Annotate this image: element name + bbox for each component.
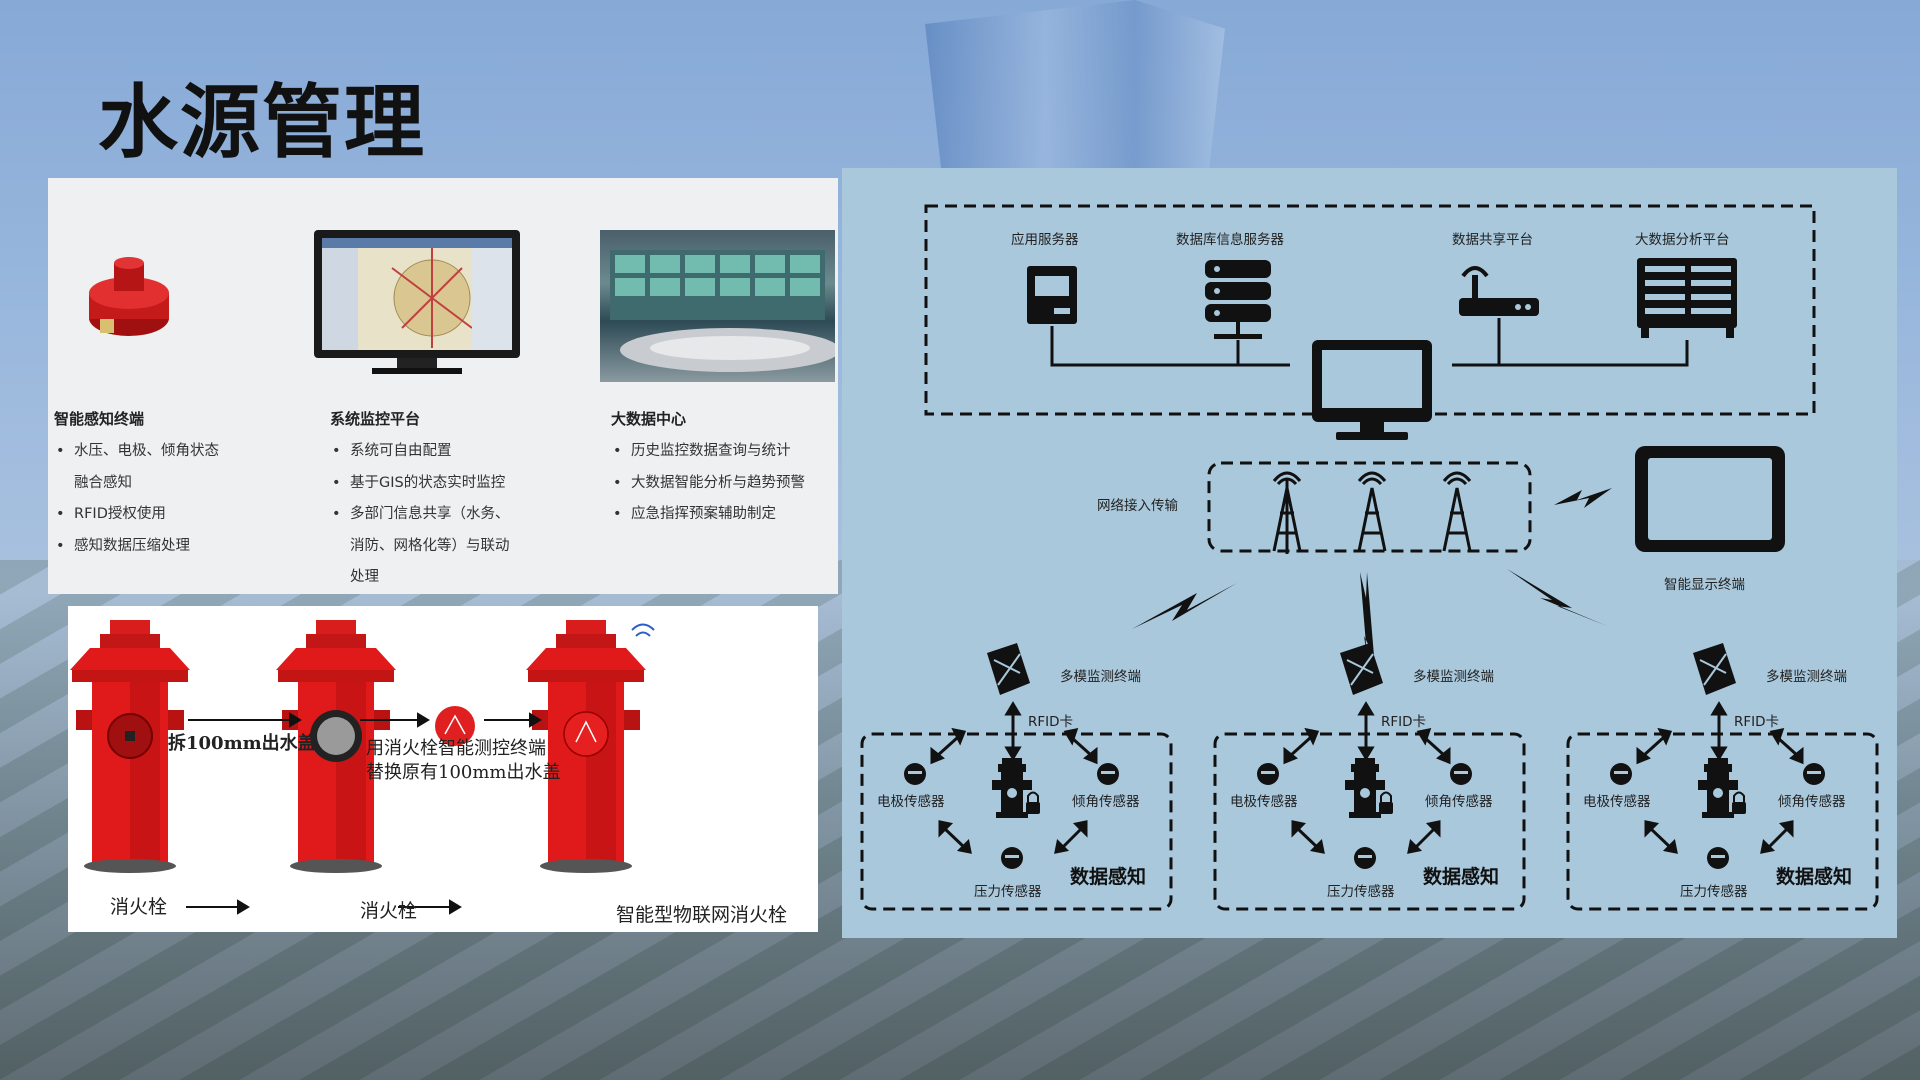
sensing-group-box-1 xyxy=(860,732,1173,911)
flow-arrow xyxy=(186,712,542,915)
terminal-label: 多模监测终端 xyxy=(1060,669,1141,685)
server-label-app: 应用服务器 xyxy=(1011,232,1079,248)
sensing-group-box-2 xyxy=(1213,732,1526,911)
electrode-label: 电极传感器 xyxy=(1230,794,1298,810)
server-label-bigdata: 大数据分析平台 xyxy=(1635,232,1730,248)
pressure-sensor-icon xyxy=(1001,847,1023,869)
tilt-label: 倾角传感器 xyxy=(1072,794,1140,810)
sensing-group-box-3 xyxy=(1566,732,1879,911)
hydrant-original xyxy=(70,620,190,873)
fire-hydrant-icon xyxy=(992,758,1032,818)
lightning-bolt-icon xyxy=(1132,488,1612,656)
list-item: 处理 xyxy=(350,569,379,585)
app-server-icon xyxy=(1027,266,1077,324)
platform-column-title: 系统监控平台 xyxy=(330,410,421,428)
wireless-icon xyxy=(631,623,655,637)
database-server-icon xyxy=(1205,260,1271,339)
tilt-sensor-icon xyxy=(1097,763,1119,785)
monitor-platform-image xyxy=(314,230,520,374)
bigdata-feature-list: 历史监控数据查询与统计 大数据智能分析与趋势预警 应急指挥预案辅助制定 xyxy=(613,436,805,531)
tilt-label: 倾角传感器 xyxy=(1425,794,1493,810)
terminal-label: 多模监测终端 xyxy=(1413,669,1494,685)
list-item: 融合感知 xyxy=(74,474,132,491)
display-terminal-label: 智能显示终端 xyxy=(1664,577,1745,593)
list-item: 系统可自由配置 xyxy=(332,436,510,468)
hydrant-cap-removed xyxy=(276,620,396,873)
data-sensing-label: 数据感知 xyxy=(1776,866,1853,888)
big-data-platform-icon xyxy=(1637,258,1737,338)
smart-terminal-cap xyxy=(435,706,475,746)
list-item: 大数据智能分析与趋势预警 xyxy=(613,468,805,500)
network-label: 网络接入传输 xyxy=(1097,498,1178,514)
platform-feature-list: 系统可自由配置 基于GIS的状态实时监控 多部门信息共享（水务、 消防、网格化等… xyxy=(332,436,510,594)
step-remove-cap: 拆100mm出水盖 xyxy=(168,733,316,754)
list-item: 历史监控数据查询与统计 xyxy=(613,436,805,468)
list-item: 感知数据压缩处理 xyxy=(56,531,219,563)
hydrant-smart xyxy=(526,620,646,873)
pressure-label: 压力传感器 xyxy=(1327,884,1395,900)
rfid-label: RFID卡 xyxy=(1734,714,1780,730)
sensor-column-title: 智能感知终端 xyxy=(54,410,145,428)
list-item: 基于GIS的状态实时监控 xyxy=(332,468,510,500)
tilt-label: 倾角传感器 xyxy=(1778,794,1846,810)
list-item: 水压、电极、倾角状态 xyxy=(56,436,219,468)
network-layer-box xyxy=(1207,461,1532,553)
hydrant-label-2: 消火栓 xyxy=(360,900,418,922)
data-sharing-router-icon xyxy=(1459,266,1539,316)
sensing-group-1 xyxy=(904,643,1119,869)
smart-sensor-image xyxy=(89,257,169,336)
terminal-label: 多模监测终端 xyxy=(1766,669,1847,685)
step-replace-line2: 替换原有100mm出水盖 xyxy=(366,762,561,783)
list-item: 多部门信息共享（水务、 xyxy=(332,499,509,531)
hydrant-label-3: 智能型物联网消火栓 xyxy=(616,904,788,926)
big-data-center-image xyxy=(600,230,840,382)
pressure-label: 压力传感器 xyxy=(1680,884,1748,900)
tablet-display-icon xyxy=(1635,446,1785,552)
data-sensing-label: 数据感知 xyxy=(1070,866,1147,888)
sensor-feature-list: 水压、电极、倾角状态 融合感知 RFID授权使用 感知数据压缩处理 xyxy=(56,436,219,562)
bigdata-column-title: 大数据中心 xyxy=(611,410,687,428)
cell-tower-icon xyxy=(1272,471,1472,554)
page-title: 水源管理 xyxy=(98,76,426,169)
hydrant-upgrade-panel: 拆100mm出水盖 用消火栓智能测控终端 替换原有100mm出水盖 消火栓 消火… xyxy=(68,606,818,932)
lock-icon xyxy=(1026,791,1040,814)
list-item: 应急指挥预案辅助制定 xyxy=(613,499,805,531)
server-connection-lines xyxy=(1050,318,1689,367)
server-label-database: 数据库信息服务器 xyxy=(1176,232,1284,248)
list-item: RFID授权使用 xyxy=(56,499,219,531)
electrode-sensor-icon xyxy=(904,763,926,785)
pressure-label: 压力传感器 xyxy=(974,884,1042,900)
architecture-diagram-panel: 应用服务器 数据库信息服务器 数据共享平台 大数据分析平台 网络接入传输 智能显… xyxy=(842,168,1897,938)
multi-mode-terminal-icon xyxy=(987,643,1030,695)
step-replace-line1: 用消火栓智能测控终端 xyxy=(366,738,546,759)
rfid-label: RFID卡 xyxy=(1028,714,1074,730)
electrode-label: 电极传感器 xyxy=(1583,794,1651,810)
server-label-sharing: 数据共享平台 xyxy=(1452,232,1533,248)
features-panel: 智能感知终端 水压、电极、倾角状态 融合感知 RFID授权使用 感知数据压缩处理… xyxy=(48,178,840,594)
central-monitor-icon xyxy=(1312,340,1432,440)
rfid-label: RFID卡 xyxy=(1381,714,1427,730)
hydrant-label-1: 消火栓 xyxy=(110,896,168,918)
data-sensing-label: 数据感知 xyxy=(1423,866,1500,888)
electrode-label: 电极传感器 xyxy=(877,794,945,810)
bidirectional-arrow xyxy=(930,701,1098,854)
list-item: 消防、网格化等）与联动 xyxy=(350,537,510,554)
